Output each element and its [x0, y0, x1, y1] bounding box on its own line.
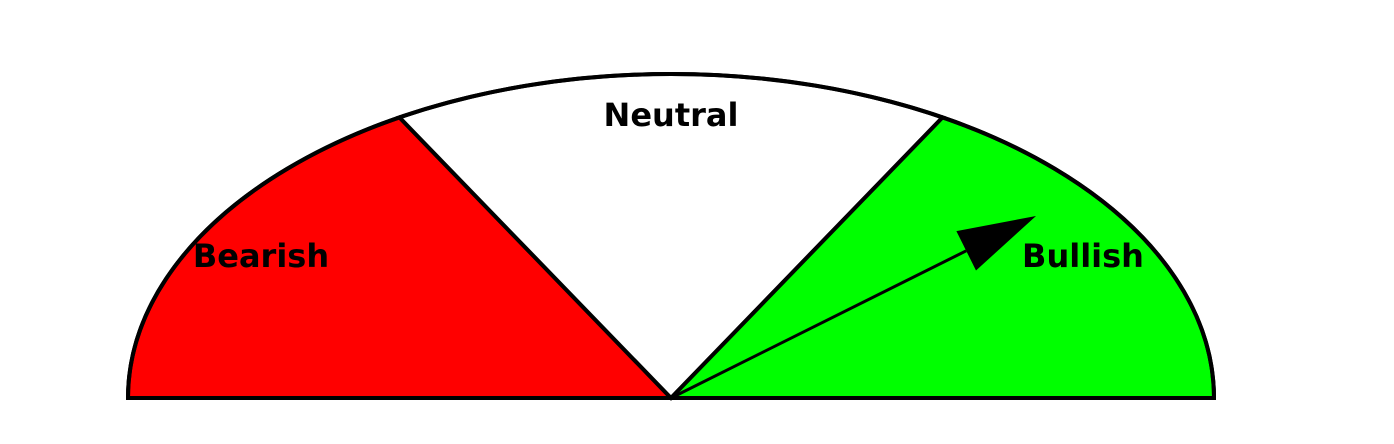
gauge-outline [126, 72, 1217, 400]
needle-head [956, 216, 1036, 271]
zone-label-bearish: Bearish [193, 237, 329, 275]
needle-layer [670, 216, 1036, 400]
zone-label-neutral: Neutral [604, 96, 739, 134]
zone-label-bullish: Bullish [1022, 237, 1144, 275]
zones-layer [125, 71, 1217, 401]
needle-shaft [670, 249, 967, 400]
